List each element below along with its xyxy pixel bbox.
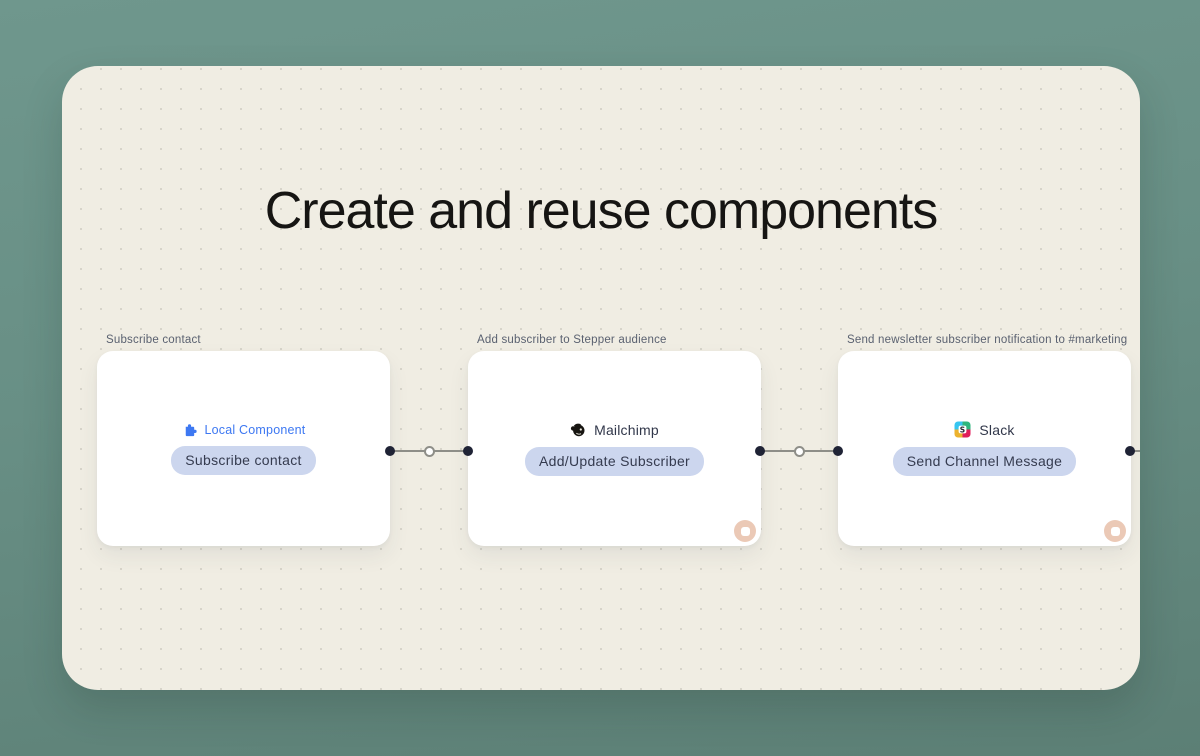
node-action-pill: Add/Update Subscriber xyxy=(524,446,705,476)
node-action-pill: Send Channel Message xyxy=(892,447,1077,476)
page-title: Create and reuse components xyxy=(264,181,939,240)
connection-midpoint-handle[interactable] xyxy=(793,445,805,457)
node-label: Add subscriber to Stepper audience xyxy=(477,334,667,346)
connection-midpoint-handle[interactable] xyxy=(423,445,435,457)
node-label: Subscribe contact xyxy=(106,334,201,346)
connection-source-dot[interactable] xyxy=(385,446,395,456)
svg-text:S: S xyxy=(960,425,966,434)
node-label: Send newsletter subscriber notification … xyxy=(847,334,1128,346)
node-card-mailchimp[interactable]: Mailchimp Add/Update Subscriber xyxy=(468,351,761,546)
workflow-node-mailchimp: Add subscriber to Stepper audience Mailc… xyxy=(468,334,761,546)
node-card-local-component[interactable]: Local Component Subscribe contact xyxy=(97,351,390,546)
mailchimp-icon xyxy=(570,422,586,438)
node-service-row: S Slack xyxy=(954,421,1014,438)
node-service-name: Mailchimp xyxy=(594,421,659,438)
puzzle-icon xyxy=(182,422,197,437)
node-service-row: Local Component xyxy=(182,422,306,437)
slack-icon: S xyxy=(954,421,971,438)
workflow-node-slack: Send newsletter subscriber notification … xyxy=(838,334,1140,546)
node-service-name: Local Component xyxy=(204,422,306,437)
node-action-pill: Subscribe contact xyxy=(171,446,316,475)
component-ring-icon[interactable] xyxy=(1104,520,1126,542)
node-service-row: Mailchimp xyxy=(570,422,659,438)
connection-line xyxy=(1130,450,1140,452)
node-card-slack[interactable]: S Slack Send Channel Message xyxy=(838,351,1131,546)
connection-source-dot[interactable] xyxy=(1125,446,1135,456)
node-service-name: Slack xyxy=(979,421,1015,438)
connection-source-dot[interactable] xyxy=(755,446,765,456)
connection-target-dot[interactable] xyxy=(463,446,473,456)
workflow-canvas[interactable]: Create and reuse components Subscribe co… xyxy=(62,66,1140,690)
connection-target-dot[interactable] xyxy=(833,446,843,456)
workflow-node-subscribe-contact: Subscribe contact Local Component Subscr… xyxy=(97,334,390,546)
component-ring-icon[interactable] xyxy=(734,520,756,542)
